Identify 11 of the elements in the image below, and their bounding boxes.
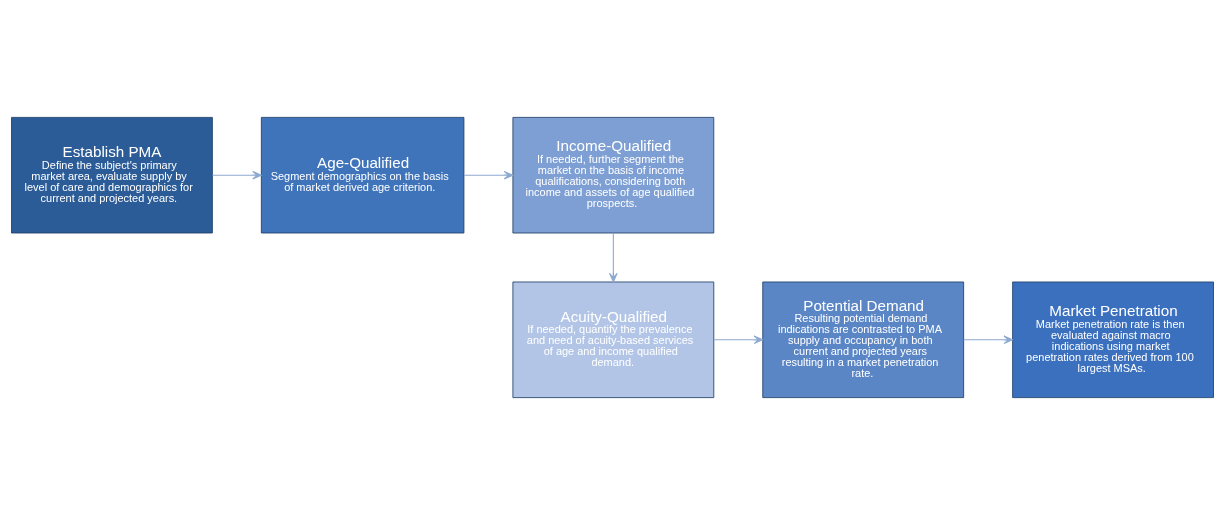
- node-box: Age-Qualified Segment demographics on the basis of market derived age criterion.: [260, 116, 465, 233]
- arrow: [609, 231, 618, 282]
- node-box: Acuity-Qualified If needed, quantify the prevalence and need of acuity-based services of age and income qualified demand.: [512, 281, 715, 398]
- arrow: [463, 170, 514, 180]
- arrow: [963, 334, 1013, 344]
- node-box: Market Penetration Market penetration rate is then evaluated against macro indications using market penetration rates derived from 100 largest MSAs.: [1012, 281, 1214, 398]
- node-box: Income-Qualified If needed, further segment the market on the basis of income qualifications, considering both income and assets of age qualified prospects.: [512, 116, 715, 233]
- arrow: [212, 170, 262, 180]
- node-box: Establish PMA Define the subject's primary market area, evaluate supply by level of care and demographics for current and projected years.: [11, 116, 213, 233]
- node-box: Potential Demand Resulting potential demand indications are contrasted to PMA supply and occupancy in both current and projected years resulting in a market penetration rate.: [762, 281, 965, 398]
- arrow: [713, 334, 764, 344]
